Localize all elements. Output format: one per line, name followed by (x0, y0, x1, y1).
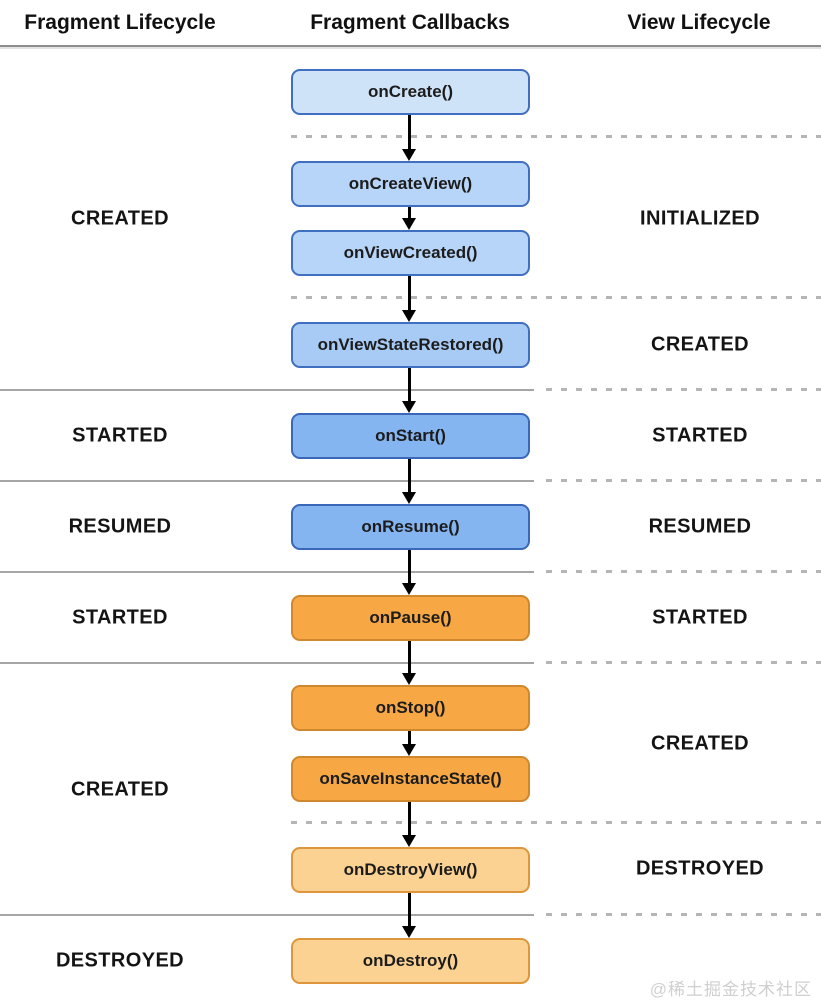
fragment-state-label: DESTROYED (55, 949, 185, 972)
down-arrow-icon (402, 550, 417, 595)
section-divider-dashed (546, 661, 821, 664)
section-divider-dashed (546, 570, 821, 573)
section-divider-solid (0, 914, 534, 916)
down-arrow-icon (402, 115, 417, 161)
fragment-state-label: STARTED (72, 606, 168, 629)
fragment-state-label: RESUMED (68, 515, 172, 538)
section-divider-dashed (546, 388, 821, 391)
callback-box-onsaveinstancestate: onSaveInstanceState() (291, 756, 530, 802)
down-arrow-icon (402, 641, 417, 685)
section-divider-solid (0, 389, 534, 391)
view-state-label: CREATED (651, 333, 749, 356)
view-state-label: CREATED (651, 732, 749, 755)
callback-box-onstart: onStart() (291, 413, 530, 459)
down-arrow-icon (402, 276, 417, 322)
view-state-label: STARTED (652, 424, 748, 447)
callback-box-onresume: onResume() (291, 504, 530, 550)
callback-box-oncreate: onCreate() (291, 69, 530, 115)
down-arrow-icon (402, 459, 417, 504)
down-arrow-icon (402, 368, 417, 413)
view-state-label: DESTROYED (635, 857, 765, 880)
column-header-fragment-lifecycle: Fragment Lifecycle (24, 11, 216, 34)
section-divider-dashed (546, 913, 821, 916)
callback-box-ondestroy: onDestroy() (291, 938, 530, 984)
section-divider-dashed (291, 135, 821, 138)
header-divider (0, 45, 821, 47)
column-header-view-lifecycle: View Lifecycle (627, 11, 771, 34)
view-state-label: RESUMED (648, 515, 752, 538)
callback-box-oncreateview: onCreateView() (291, 161, 530, 207)
callback-box-onviewcreated: onViewCreated() (291, 230, 530, 276)
view-state-label: INITIALIZED (640, 207, 760, 230)
section-divider-dashed (291, 821, 821, 824)
section-divider-solid (0, 662, 534, 664)
section-divider-solid (0, 571, 534, 573)
section-divider-dashed (291, 296, 821, 299)
down-arrow-icon (402, 207, 417, 230)
column-header-fragment-callbacks: Fragment Callbacks (310, 11, 510, 34)
fragment-state-label: CREATED (71, 778, 169, 801)
watermark-text: @稀土掘金技术社区 (649, 980, 812, 999)
callback-box-onstop: onStop() (291, 685, 530, 731)
down-arrow-icon (402, 731, 417, 756)
callback-box-onpause: onPause() (291, 595, 530, 641)
view-state-label: STARTED (652, 606, 748, 629)
down-arrow-icon (402, 802, 417, 847)
callback-box-ondestroyview: onDestroyView() (291, 847, 530, 893)
fragment-state-label: CREATED (71, 207, 169, 230)
fragment-state-label: STARTED (72, 424, 168, 447)
down-arrow-icon (402, 893, 417, 938)
section-divider-solid (0, 480, 534, 482)
section-divider-dashed (546, 479, 821, 482)
callback-box-onviewstaterestored: onViewStateRestored() (291, 322, 530, 368)
